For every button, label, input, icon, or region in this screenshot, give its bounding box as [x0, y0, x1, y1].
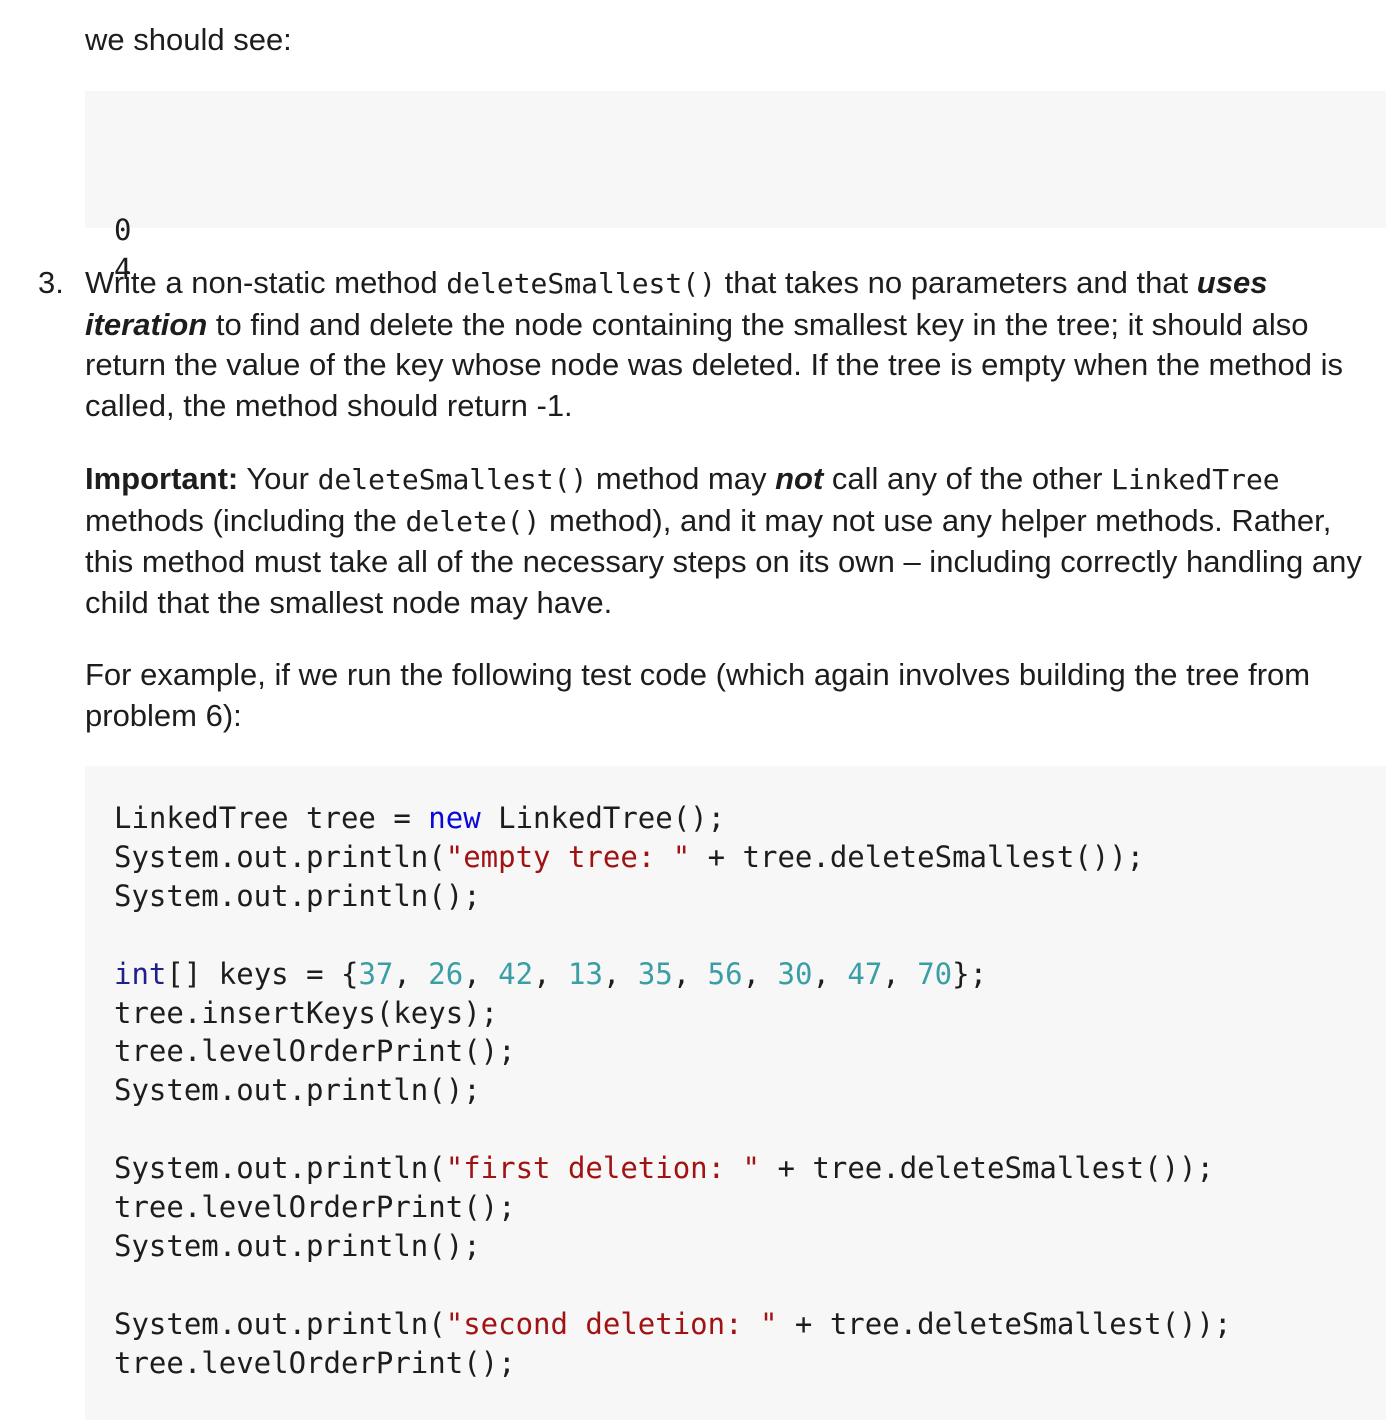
code-text: LinkedTree tree =	[114, 801, 429, 835]
code-string: "first deletion: "	[445, 1151, 761, 1186]
code-number: 47	[847, 956, 883, 991]
code-text: tree.levelOrderPrint();	[114, 1034, 516, 1069]
text: Write a non-static method	[85, 265, 447, 300]
test-code-block: LinkedTree tree = new LinkedTree(); Syst…	[85, 766, 1386, 1420]
list-item-number: 3.	[38, 265, 64, 300]
text: method may	[587, 461, 776, 496]
code-number: 35	[637, 956, 673, 991]
intro-text: we should see:	[85, 22, 292, 57]
code-text: System.out.println();	[114, 878, 481, 913]
code-text: System.out.println(	[114, 1151, 446, 1186]
code-number: 13	[567, 956, 603, 991]
code-number: 70	[917, 956, 953, 991]
code-keyword: new	[428, 801, 481, 835]
emphasis: uses iteration	[85, 265, 1268, 342]
code-number: 56	[707, 956, 743, 991]
inline-code: deleteSmallest()	[446, 267, 716, 300]
text: methods (including the	[85, 502, 406, 538]
text: method), and it may not use any helper m…	[85, 502, 1362, 620]
code-text: + tree.deleteSmallest());	[777, 1306, 1232, 1341]
code-text: + tree.deleteSmallest());	[760, 1151, 1214, 1186]
code-text: [] keys = {	[166, 956, 359, 991]
problem-description: Write a non-static method deleteSmallest…	[85, 263, 1366, 426]
code-text: System.out.println(	[114, 839, 446, 874]
code-string: "second deletion: "	[445, 1306, 778, 1341]
emphasis: not	[775, 461, 824, 496]
code-text: System.out.println();	[114, 1073, 481, 1108]
code-number: 30	[777, 956, 813, 991]
important-note: Important: Your deleteSmallest() method …	[85, 459, 1366, 623]
important-label: Important:	[85, 461, 239, 496]
text: that takes no parameters and that	[715, 265, 1197, 300]
output-line: 0	[114, 213, 132, 247]
inline-code: deleteSmallest()	[317, 463, 588, 496]
inline-code: LinkedTree	[1111, 463, 1280, 496]
code-text: + tree.deleteSmallest());	[690, 839, 1145, 874]
expected-output-block: 0 4	[85, 91, 1386, 286]
text: to find and delete the node containing t…	[85, 306, 1343, 423]
code-text: tree.insertKeys(keys);	[114, 995, 499, 1030]
code-text: System.out.println(	[114, 1306, 446, 1341]
text: Your	[238, 461, 318, 496]
code-number: 42	[498, 956, 534, 991]
example-intro: For example, if we run the following tes…	[85, 657, 1311, 733]
inline-code: delete()	[405, 504, 541, 538]
code-text: tree.levelOrderPrint();	[114, 1345, 516, 1380]
code-text: System.out.println();	[114, 1228, 481, 1263]
text: call any of the other	[823, 461, 1112, 496]
code-text: };	[952, 956, 988, 991]
code-text: LinkedTree();	[480, 801, 726, 835]
code-text: tree.levelOrderPrint();	[114, 1190, 516, 1225]
code-number: 26	[428, 956, 464, 991]
code-number: 37	[358, 956, 394, 991]
expected-output: 0 4	[114, 211, 131, 289]
code-string: "empty tree: "	[445, 839, 691, 874]
test-code: LinkedTree tree = new LinkedTree(); Syst…	[114, 801, 1232, 1380]
output-line: 4	[114, 251, 132, 286]
code-type: int	[114, 956, 167, 991]
